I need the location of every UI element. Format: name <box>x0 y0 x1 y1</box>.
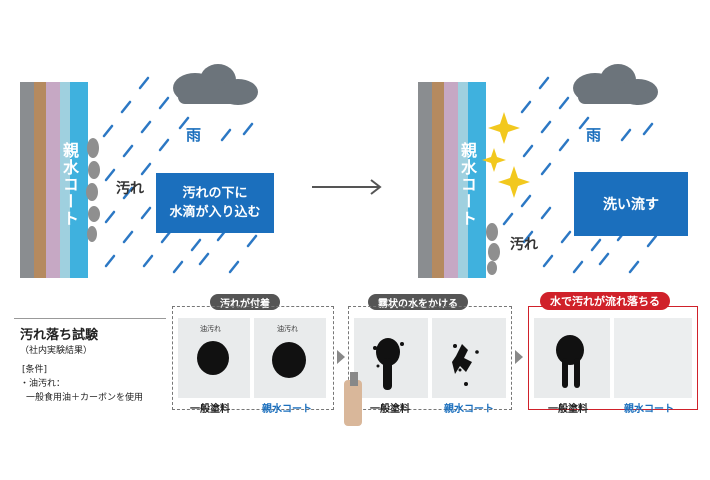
right-wall-layers <box>418 82 486 278</box>
stain-step2-hydro <box>452 344 479 386</box>
step3-photo-hydro <box>614 318 692 398</box>
right-rain-dashes <box>502 76 658 274</box>
stain-step1-normal <box>197 341 229 375</box>
test-title: 汚れ落ち試験 <box>20 328 99 343</box>
step3-frame <box>528 306 698 410</box>
left-rain-dashes <box>102 76 258 274</box>
step2-photo-hydro <box>432 318 506 398</box>
caption-step2-normal: 一般塗料 <box>370 404 410 415</box>
caption-step3-normal: 一般塗料 <box>548 404 588 415</box>
stain-step3-normal <box>556 335 584 388</box>
test-info-divider <box>14 318 166 319</box>
spray-hand-icon <box>344 372 362 426</box>
step1-left-tag: 油汚れ <box>200 325 221 333</box>
right-explanation-box: 洗い流す <box>574 172 688 236</box>
left-explanation-box: 汚れの下に 水滴が入り込む <box>156 173 274 233</box>
left-box-line2: 水滴が入り込む <box>169 205 261 220</box>
left-dirt-blobs <box>86 138 100 242</box>
right-dirt-label: 汚れ <box>510 237 538 253</box>
right-coat-label: 親水コート <box>458 142 477 227</box>
step3-pill: 水で汚れが流れ落ちる <box>540 292 670 310</box>
left-wall-layers <box>20 82 88 278</box>
step-arrow-1 <box>337 350 345 364</box>
right-rain-label: 雨 <box>586 126 602 144</box>
condition-detail: 一般食用油＋カーボンを使用 <box>26 393 144 403</box>
left-box-line1: 汚れの下に <box>182 186 248 201</box>
stain-step1-hydro <box>272 342 306 378</box>
caption-step3-hydro: 親水コート <box>624 404 674 415</box>
caption-step1-normal: 一般塗料 <box>190 404 230 415</box>
caption-step1-hydro: 親水コート <box>262 404 312 415</box>
conditions-heading: [条件] <box>22 365 48 375</box>
diagram-graphics <box>20 64 658 278</box>
step1-right-tag: 油汚れ <box>277 325 298 333</box>
right-dirt-blobs <box>486 223 500 275</box>
stain-step2-normal <box>373 338 404 390</box>
left-coat-label: 親水コート <box>60 142 79 227</box>
left-rain-label: 雨 <box>186 126 202 144</box>
transition-arrow <box>312 179 382 195</box>
test-subtitle: （社内実験結果） <box>20 346 93 356</box>
step-arrow-2 <box>515 350 523 364</box>
step2-frame <box>348 306 512 410</box>
condition-item: ・油汚れ： <box>20 379 66 389</box>
left-dirt-label: 汚れ <box>116 181 144 197</box>
left-cloud <box>173 64 258 105</box>
sparkle-icons <box>482 112 530 198</box>
step1-frame <box>172 306 334 410</box>
right-cloud <box>573 64 658 105</box>
stain-graphics <box>197 335 584 426</box>
diagram-area: 親水コート 雨 汚れ 汚れの下に 水滴が入り込む 親水コート 雨 汚れ 洗い流す <box>20 64 688 278</box>
caption-step2-hydro: 親水コート <box>444 404 494 415</box>
